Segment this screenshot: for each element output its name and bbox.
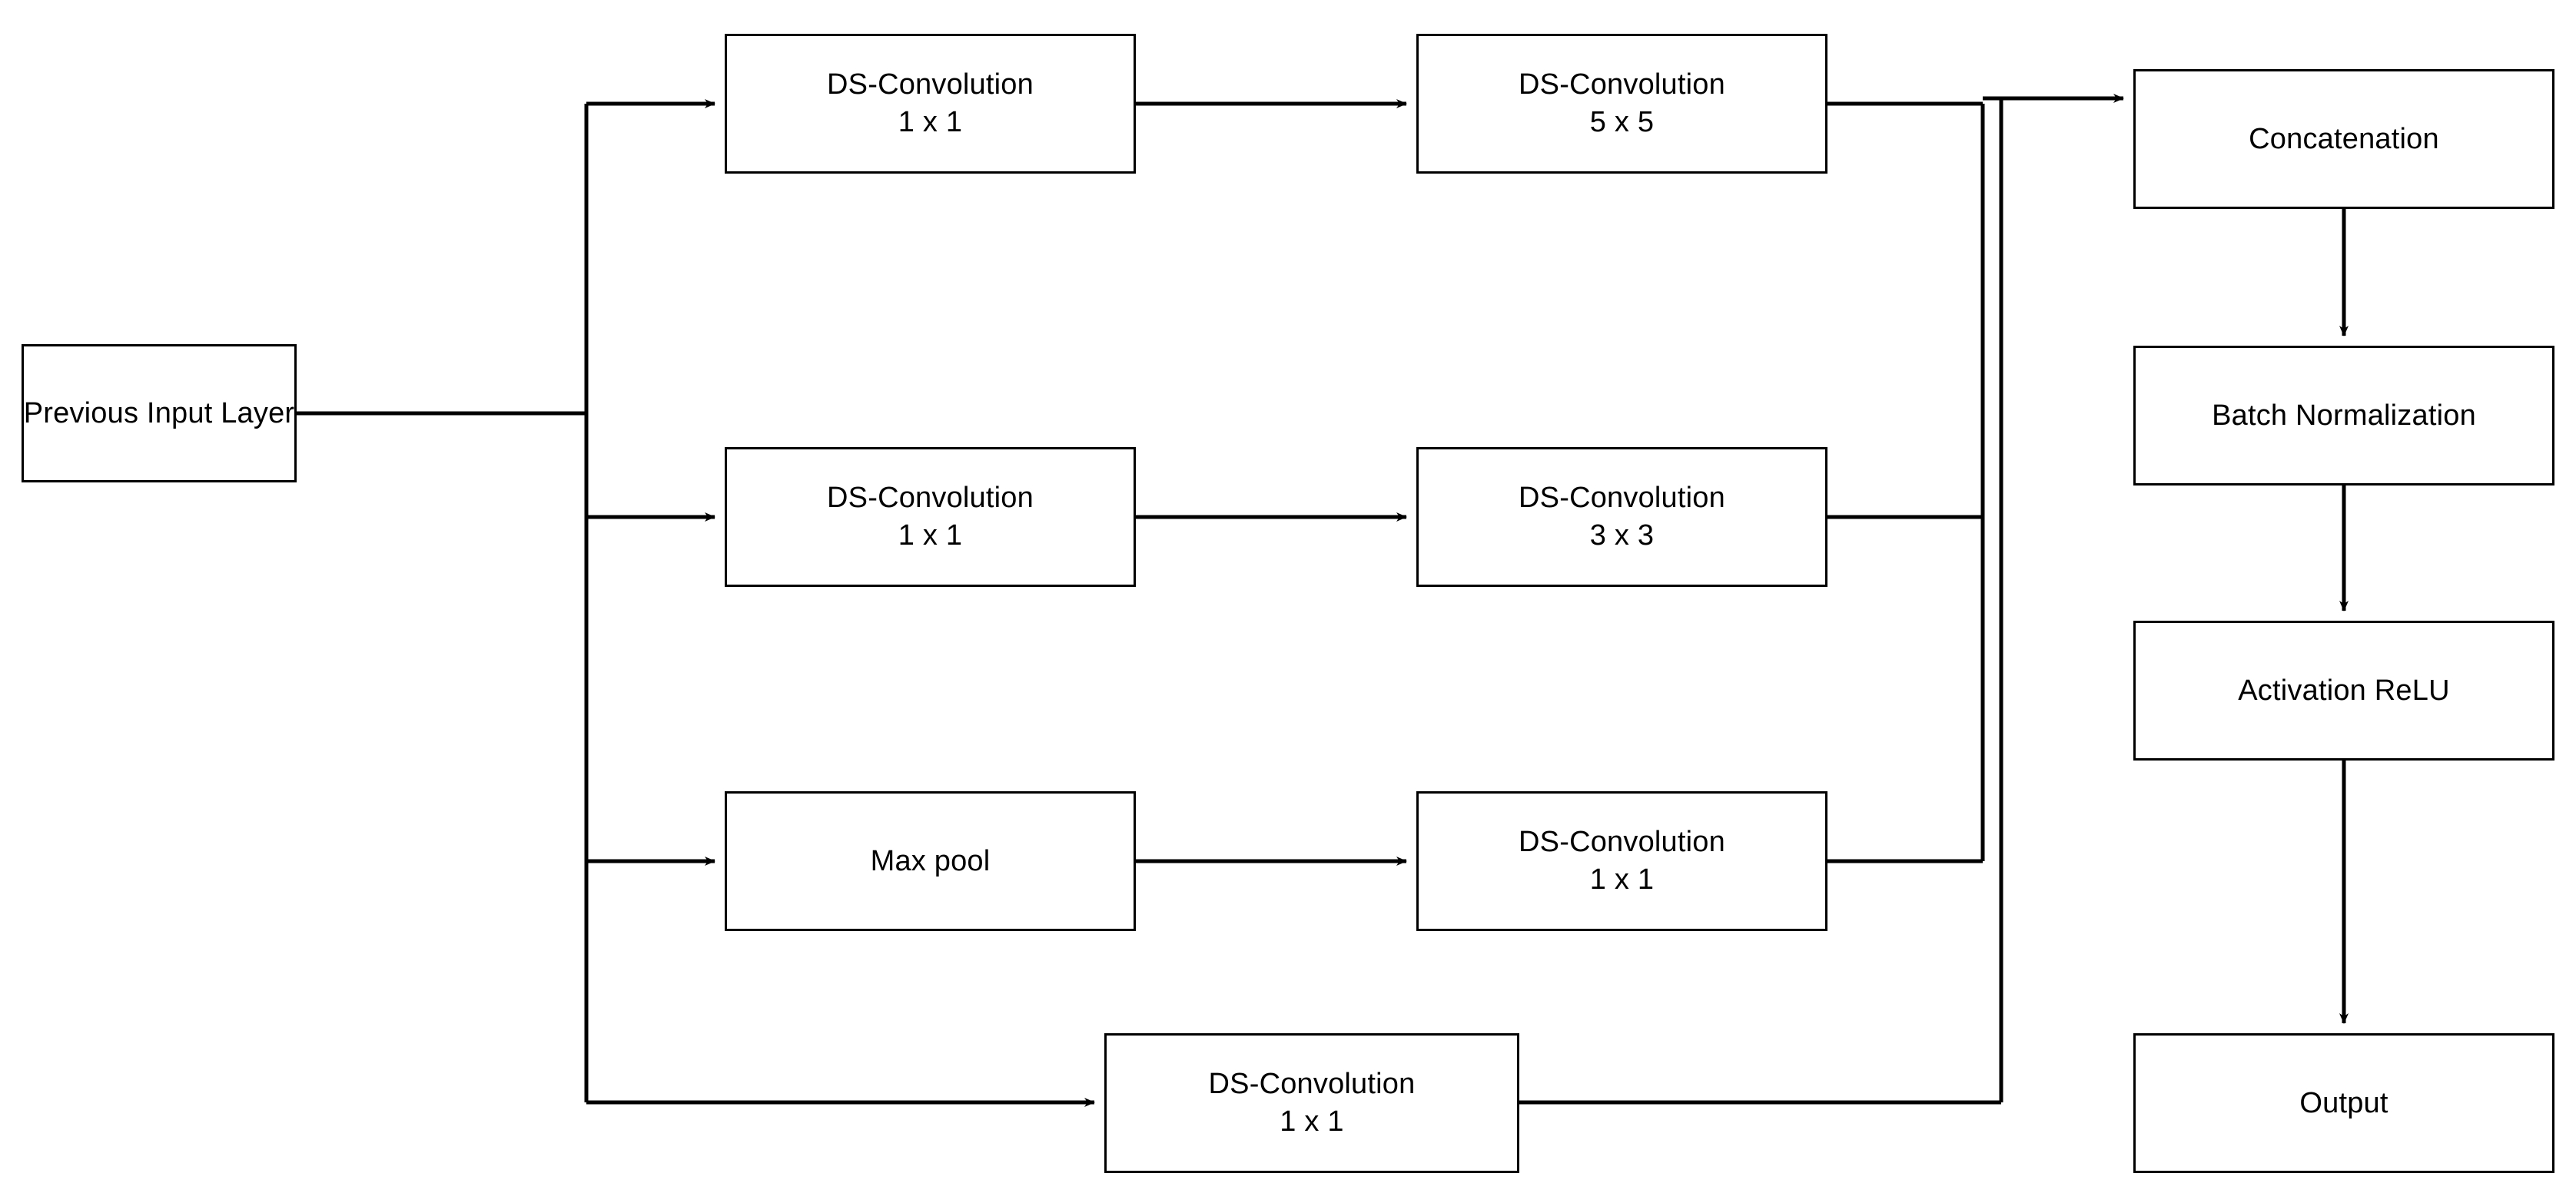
node-label-line2: 1 x 1 [1589, 863, 1655, 896]
node-label-line1: Batch Normalization [2212, 399, 2476, 432]
node-label-line2: 1 x 1 [898, 106, 963, 138]
node-branch2-ds-convolution-3x3[interactable]: DS-Convolution 3 x 3 [1416, 447, 1827, 587]
node-label-line1: DS-Convolution [827, 68, 1034, 101]
node-activation-relu[interactable]: Activation ReLU [2133, 621, 2554, 761]
node-label-line1: DS-Convolution [1519, 68, 1725, 101]
node-label-line1: DS-Convolution [1519, 826, 1725, 859]
node-batch-normalization[interactable]: Batch Normalization [2133, 346, 2554, 486]
node-label-line1: Concatenation [2249, 122, 2439, 155]
node-label-line1: Activation ReLU [2238, 674, 2450, 707]
node-branch1-ds-convolution-5x5[interactable]: DS-Convolution 5 x 5 [1416, 34, 1827, 174]
node-label-line1: Output [2299, 1086, 2388, 1119]
node-branch3-ds-convolution-1x1[interactable]: DS-Convolution 1 x 1 [1416, 791, 1827, 931]
node-label-line2: 1 x 1 [898, 519, 963, 552]
node-label-line1: DS-Convolution [1519, 482, 1725, 515]
node-label-line1: DS-Convolution [1208, 1068, 1416, 1101]
node-label-line1: Previous Input Layer [23, 396, 295, 429]
node-branch2-ds-convolution-1x1[interactable]: DS-Convolution 1 x 1 [725, 447, 1136, 587]
node-branch3-max-pool[interactable]: Max pool [725, 791, 1136, 931]
node-output[interactable]: Output [2133, 1033, 2554, 1173]
node-label-line1: Max pool [870, 844, 991, 877]
node-branch1-ds-convolution-1x1[interactable]: DS-Convolution 1 x 1 [725, 34, 1136, 174]
node-concatenation[interactable]: Concatenation [2133, 69, 2554, 209]
node-label-line2: 3 x 3 [1589, 519, 1655, 552]
node-label-line2: 1 x 1 [1280, 1105, 1344, 1138]
node-previous-input-layer[interactable]: Previous Input Layer [22, 344, 297, 482]
node-label-line2: 5 x 5 [1589, 106, 1655, 138]
node-branch4-ds-convolution-1x1[interactable]: DS-Convolution 1 x 1 [1104, 1033, 1519, 1173]
node-label-line1: DS-Convolution [827, 482, 1034, 515]
